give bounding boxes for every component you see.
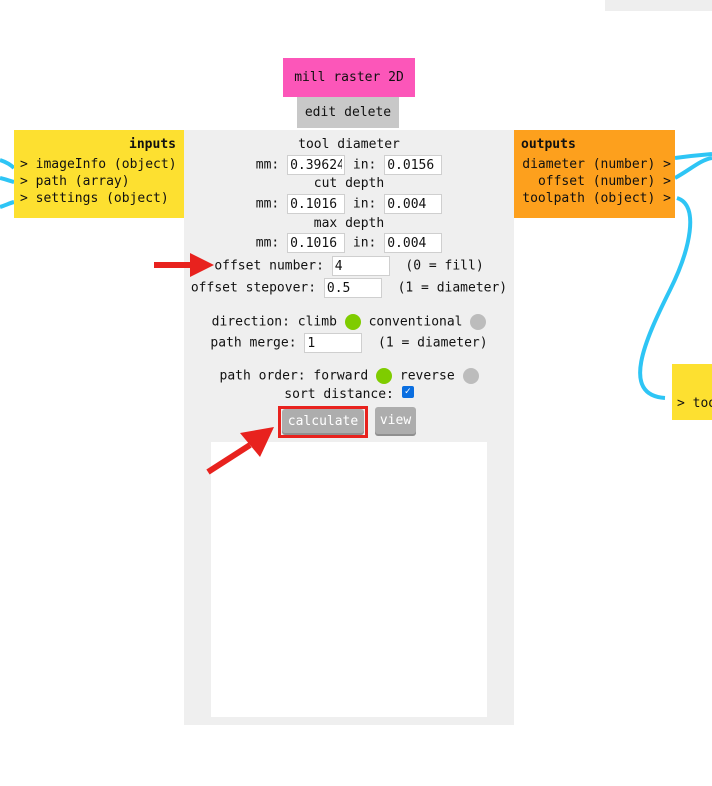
tool-diameter-in-input[interactable] bbox=[384, 155, 443, 175]
edit-button[interactable]: edit bbox=[304, 105, 337, 120]
connected-node-partial: > toolpath bbox=[672, 364, 712, 420]
input-port-path[interactable]: > path (array) bbox=[20, 174, 130, 189]
path-order-reverse-radio[interactable] bbox=[462, 368, 479, 384]
max-depth-in-input[interactable] bbox=[384, 233, 443, 253]
path-merge-hint: (1 = diameter) bbox=[378, 335, 488, 351]
path-merge-row: path merge: (1 = diameter) bbox=[184, 333, 514, 353]
tool-diameter-mm-label: mm: bbox=[255, 157, 280, 173]
path-order-reverse-label: reverse bbox=[399, 368, 455, 384]
wire-input-2 bbox=[0, 176, 15, 184]
tool-diameter-label: tool diameter bbox=[298, 137, 400, 152]
offset-number-input[interactable] bbox=[331, 256, 390, 276]
output-port-toolpath[interactable]: toolpath (object) > bbox=[522, 191, 671, 206]
path-order-label: path order: bbox=[219, 368, 306, 384]
cut-depth-row: mm: in: bbox=[184, 194, 514, 214]
calculate-button[interactable]: calculate bbox=[282, 409, 364, 433]
outputs-header: outputs bbox=[521, 137, 576, 152]
offset-stepover-hint: (1 = diameter) bbox=[397, 280, 508, 296]
max-depth-mm-label: mm: bbox=[255, 235, 280, 251]
wire-input-1 bbox=[0, 158, 16, 170]
cut-depth-mm-label: mm: bbox=[255, 196, 280, 212]
cut-depth-in-label: in: bbox=[352, 196, 377, 212]
calculate-annotation-box bbox=[278, 406, 368, 438]
max-depth-mm-input[interactable] bbox=[287, 233, 346, 253]
node-title[interactable]: mill raster 2D bbox=[283, 58, 415, 97]
path-merge-label: path merge: bbox=[210, 335, 297, 351]
sort-distance-checkbox[interactable]: ✓ bbox=[401, 385, 414, 398]
output-port-offset[interactable]: offset (number) > bbox=[537, 174, 671, 189]
delete-button[interactable]: delete bbox=[344, 105, 392, 120]
sort-distance-row: sort distance: ✓ bbox=[184, 385, 514, 402]
direction-row: direction: climb conventional bbox=[184, 314, 514, 330]
path-merge-input[interactable] bbox=[304, 333, 363, 353]
max-depth-label: max depth bbox=[313, 216, 385, 231]
view-button[interactable]: view bbox=[375, 407, 416, 434]
direction-conventional-radio[interactable] bbox=[470, 314, 487, 330]
wire-input-3 bbox=[0, 200, 15, 209]
max-depth-in-label: in: bbox=[352, 235, 377, 251]
path-order-row: path order: forward reverse bbox=[184, 368, 514, 384]
offset-number-label: offset number: bbox=[214, 258, 324, 274]
inputs-header: inputs bbox=[129, 137, 176, 152]
direction-climb-label: climb bbox=[297, 314, 337, 330]
input-port-imageinfo[interactable]: > imageInfo (object) bbox=[20, 157, 177, 172]
offset-stepover-label: offset stepover: bbox=[190, 280, 317, 296]
path-order-forward-label: forward bbox=[313, 368, 369, 384]
tool-diameter-mm-input[interactable] bbox=[287, 155, 346, 175]
top-toolbar-strip bbox=[605, 0, 712, 11]
output-port-diameter[interactable]: diameter (number) > bbox=[522, 157, 671, 172]
cut-depth-label: cut depth bbox=[313, 176, 385, 191]
sort-distance-label: sort distance: bbox=[284, 387, 394, 402]
cut-depth-in-input[interactable] bbox=[384, 194, 443, 214]
direction-label: direction: bbox=[211, 314, 290, 330]
arrow-annotation-calculate-icon bbox=[206, 427, 274, 475]
path-order-forward-radio[interactable] bbox=[376, 368, 393, 384]
tool-diameter-in-label: in: bbox=[352, 157, 377, 173]
inputs-box: inputs > imageInfo (object) > path (arra… bbox=[14, 130, 184, 218]
offset-stepover-row: offset stepover: (1 = diameter) bbox=[184, 278, 514, 298]
offset-stepover-input[interactable] bbox=[323, 278, 382, 298]
arrow-annotation-offset-icon bbox=[154, 253, 214, 277]
wire-output-diameter bbox=[674, 152, 712, 160]
input-port-settings[interactable]: > settings (object) bbox=[20, 191, 169, 206]
direction-climb-radio[interactable] bbox=[344, 314, 361, 330]
offset-number-row: offset number: (0 = fill) bbox=[184, 256, 514, 276]
max-depth-row: mm: in: bbox=[184, 233, 514, 253]
preview-canvas bbox=[211, 442, 487, 717]
direction-conventional-label: conventional bbox=[368, 314, 463, 330]
wire-output-offset bbox=[674, 156, 712, 180]
cut-depth-mm-input[interactable] bbox=[287, 194, 346, 214]
outputs-box: outputs diameter (number) > offset (numb… bbox=[514, 130, 675, 218]
input-port-toolpath[interactable]: > toolpath bbox=[677, 396, 712, 411]
tool-diameter-row: mm: in: bbox=[184, 155, 514, 175]
offset-number-hint: (0 = fill) bbox=[405, 258, 484, 274]
node-actions: edit delete bbox=[297, 97, 399, 128]
